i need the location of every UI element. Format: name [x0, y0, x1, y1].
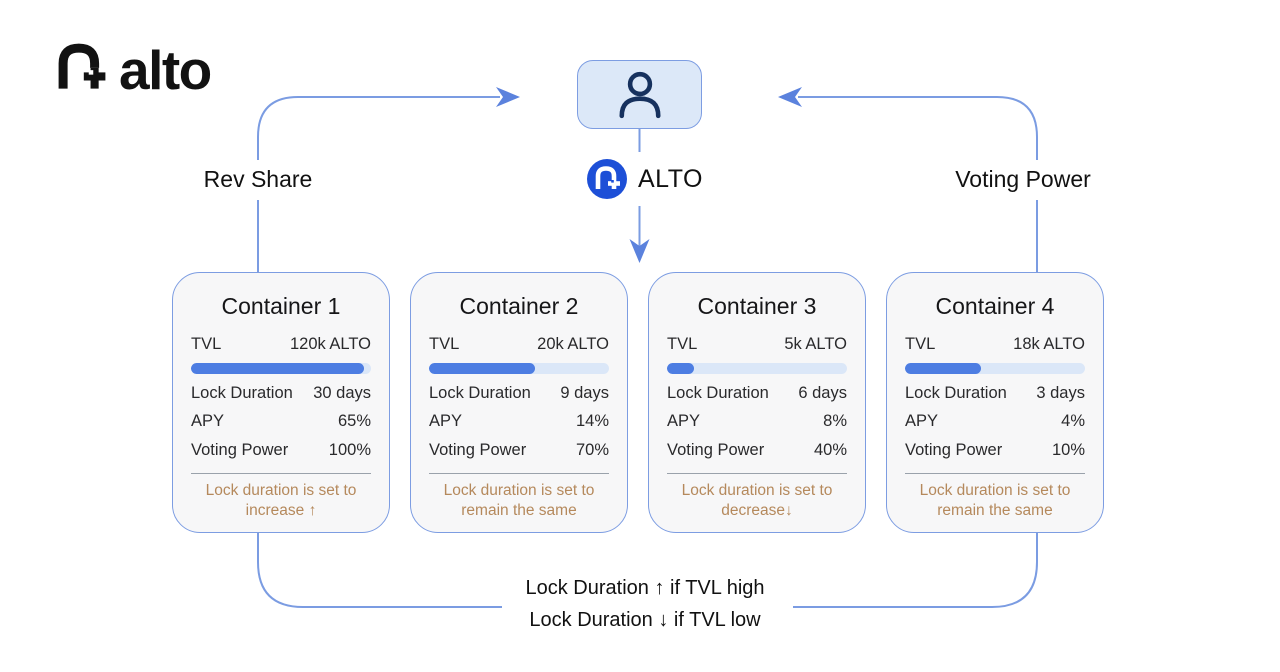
lock-duration-value: 9 days	[560, 383, 609, 402]
container-title: Container 2	[459, 293, 579, 319]
container-card-3: Container 3 TVL 5k ALTO Lock Duration 6 …	[648, 272, 866, 533]
lock-duration-note: Lock duration is set to remain the same	[919, 481, 1071, 519]
user-icon	[618, 71, 661, 118]
container-card-2: Container 2 TVL 20k ALTO Lock Duration 9…	[410, 272, 628, 533]
lock-duration-label: Lock Duration	[667, 383, 769, 402]
apy-value: 65%	[337, 412, 371, 430]
apy-value: 14%	[575, 412, 609, 430]
container-card-1: Container 1 TVL 120k ALTO Lock Duration …	[172, 272, 390, 533]
tvl-progress-track	[429, 363, 609, 374]
lock-duration-label: Lock Duration	[191, 383, 293, 402]
container-title: Container 4	[935, 293, 1055, 319]
voting-power-label: Voting Power	[949, 166, 1097, 193]
tvl-value: 5k ALTO	[784, 335, 847, 353]
lock-duration-value: 3 days	[1036, 383, 1085, 402]
lock-duration-label: Lock Duration	[905, 383, 1007, 402]
alto-token-badge: ALTO	[587, 159, 703, 199]
lock-duration-low-label: Lock Duration ↓ if TVL low	[519, 609, 771, 632]
container-card-4: Container 4 TVL 18k ALTO Lock Duration 3…	[886, 272, 1104, 533]
voting-power-value: 100%	[328, 440, 371, 459]
apy-label: APY	[191, 412, 225, 430]
tvl-progress-fill	[429, 363, 536, 374]
alto-coin-icon	[587, 159, 627, 199]
lock-duration-note: Lock duration is set to decrease↓	[681, 481, 833, 519]
rev-share-label: Rev Share	[197, 166, 319, 193]
apy-label: APY	[905, 412, 939, 430]
lock-duration-label: Lock Duration	[429, 383, 531, 402]
tvl-label: TVL	[191, 335, 222, 353]
apy-label: APY	[429, 412, 463, 430]
tvl-progress-track	[905, 363, 1085, 374]
arrowhead-down-icon	[629, 239, 650, 263]
voting-power-value: 70%	[575, 440, 609, 459]
feedback-connector-left	[257, 533, 502, 608]
voting-power-row-label: Voting Power	[667, 440, 765, 459]
alto-token-label: ALTO	[638, 164, 703, 193]
tvl-progress-fill	[191, 363, 364, 374]
tvl-progress-fill	[667, 363, 694, 374]
card-divider	[667, 472, 847, 474]
card-divider	[191, 472, 371, 474]
feedback-connector-right	[793, 533, 1038, 608]
tvl-progress-fill	[905, 363, 981, 374]
tvl-value: 20k ALTO	[537, 335, 609, 353]
tvl-label: TVL	[667, 335, 698, 353]
card-divider	[905, 472, 1085, 474]
brand-logo: alto	[55, 40, 212, 98]
apy-label: APY	[667, 412, 701, 430]
lock-duration-note: Lock duration is set to remain the same	[443, 481, 595, 519]
tvl-progress-track	[191, 363, 371, 374]
container-title: Container 3	[697, 293, 817, 319]
lock-duration-note: Lock duration is set to increase ↑	[205, 481, 357, 519]
apy-value: 8%	[823, 412, 847, 430]
tvl-label: TVL	[905, 335, 936, 353]
tvl-value: 120k ALTO	[289, 335, 371, 353]
voting-power-value: 40%	[813, 440, 847, 459]
tvl-value: 18k ALTO	[1013, 335, 1085, 353]
tvl-label: TVL	[429, 335, 460, 353]
brand-wordmark: alto	[119, 39, 212, 101]
user-node	[577, 60, 702, 129]
arrowhead-right-icon	[496, 87, 520, 107]
alto-logo-icon	[58, 43, 106, 89]
arrowhead-left-icon	[778, 87, 802, 107]
container-title: Container 1	[221, 293, 341, 319]
apy-value: 4%	[1061, 412, 1085, 430]
tvl-progress-track	[667, 363, 847, 374]
lock-duration-high-label: Lock Duration ↑ if TVL high	[515, 577, 775, 600]
voting-power-value: 10%	[1051, 440, 1085, 459]
voting-power-row-label: Voting Power	[191, 440, 289, 459]
voting-power-row-label: Voting Power	[905, 440, 1003, 459]
lock-duration-value: 30 days	[313, 383, 371, 402]
lock-duration-value: 6 days	[798, 383, 847, 402]
voting-power-row-label: Voting Power	[429, 440, 527, 459]
card-divider	[429, 472, 609, 474]
